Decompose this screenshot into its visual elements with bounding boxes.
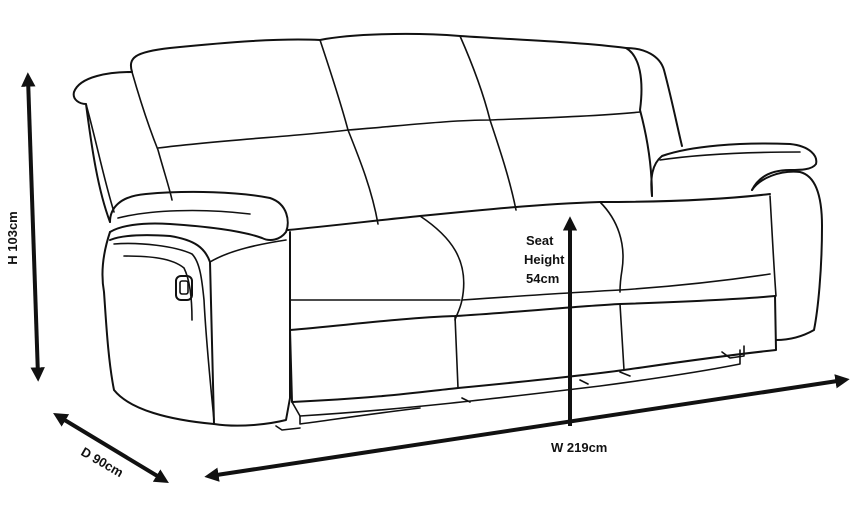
seat-height-label-line-3: 54cm — [526, 271, 559, 286]
seat-height-label-line-2: Height — [524, 252, 565, 267]
seat-height-label-line-1: Seat — [526, 233, 554, 248]
right-armrest — [650, 142, 818, 197]
left-armrest — [109, 190, 289, 241]
height-arrow — [21, 72, 45, 382]
dimension-arrows — [21, 72, 850, 483]
left-arm-front — [101, 231, 215, 425]
sofa-illustration — [72, 32, 823, 431]
depth-label: D 90cm — [78, 444, 126, 480]
left-back-wing — [72, 71, 133, 223]
front-base — [289, 295, 777, 403]
width-label: W 219cm — [551, 440, 607, 455]
height-label: H 103cm — [5, 211, 20, 264]
recliner-handle — [175, 275, 193, 301]
back-cushions — [130, 32, 653, 197]
depth-arrow — [53, 413, 169, 483]
seat-cushions — [287, 193, 771, 231]
width-arrow — [204, 374, 850, 482]
